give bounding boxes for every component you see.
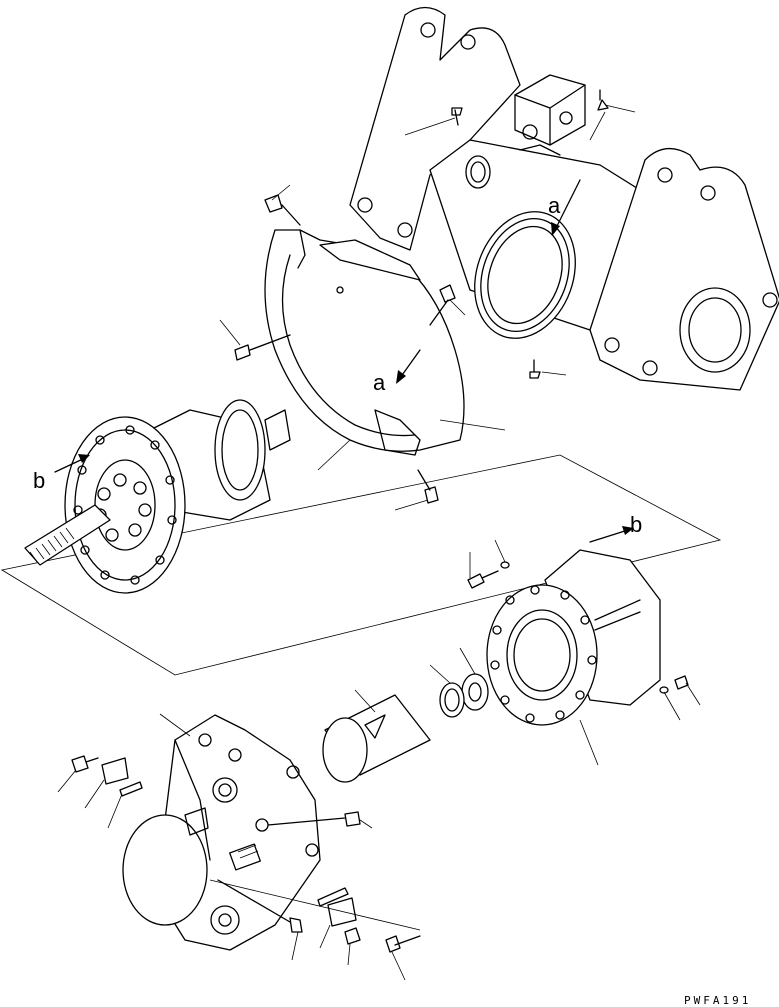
reference-plane <box>0 454 722 676</box>
shaft-threads <box>29 527 75 564</box>
label-b-left: b <box>33 468 45 493</box>
arrow-a-lower: a <box>373 349 421 395</box>
housing-bolt-holes <box>490 585 597 723</box>
arrow-b-right: b <box>589 512 642 543</box>
flanged-housing <box>467 539 701 766</box>
arrow-a-upper: a <box>548 179 581 236</box>
label-a-lower: a <box>373 370 386 395</box>
label-a-upper: a <box>548 193 561 218</box>
label-b-right: b <box>630 512 642 537</box>
flange-bolt-holes <box>73 425 177 585</box>
brake-band <box>219 184 506 511</box>
final-drive-case <box>57 713 421 981</box>
sprocket-shaft-assembly <box>24 399 291 594</box>
drawing-code: PWFA191 <box>684 994 751 1007</box>
frame-assembly <box>349 6 779 391</box>
bearing-parts <box>322 647 489 783</box>
arrow-b-left: b <box>33 454 90 493</box>
